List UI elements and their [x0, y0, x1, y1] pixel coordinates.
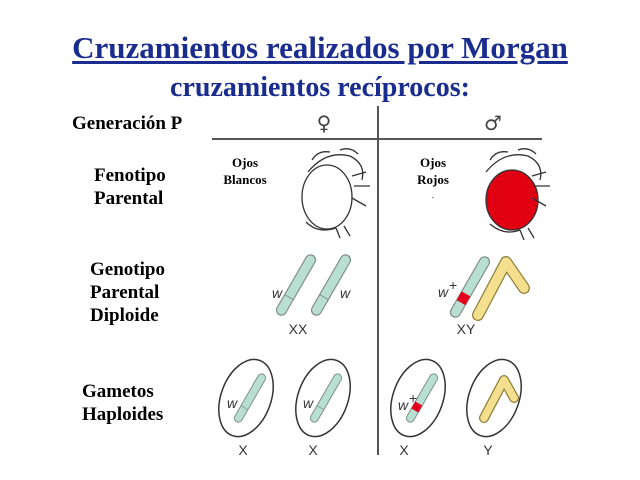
male-y-chromosome: [473, 257, 529, 320]
gamete-label-1: X: [238, 442, 248, 458]
male-symbol-icon: ♂: [484, 111, 502, 135]
red-allele-marker: [456, 291, 471, 306]
female-allele-w-label-2: w: [340, 285, 351, 301]
gamete-cell-3: w +: [390, 358, 446, 438]
page-subtitle: cruzamientos recíprocos:: [170, 72, 470, 103]
female-genotype-label: XX: [289, 321, 308, 337]
gamete-cell-4: [466, 358, 522, 438]
female-phenotype-label: Ojos Blancos: [223, 155, 267, 187]
gamete-cell-1: w: [218, 358, 274, 438]
male-x-chromosome: [448, 254, 492, 320]
female-allele-w-label-1: w: [272, 285, 283, 301]
generation-label: Generación P: [72, 113, 183, 134]
svg-text:w: w: [303, 395, 314, 411]
gamete-label-3: X: [399, 442, 409, 458]
female-symbol-icon: ♀: [317, 111, 332, 135]
gametes-label: Gametos Haploides: [82, 381, 164, 425]
phenotype-label: Fenotipo Parental: [94, 165, 166, 209]
gamete-cell-2: w: [295, 358, 351, 438]
white-eyed-fly-icon: [301, 148, 370, 239]
gamete-label-4: Y: [483, 442, 493, 458]
svg-text:+: +: [409, 390, 417, 406]
male-genotype-label: XY: [457, 321, 476, 337]
red-eyed-fly-icon: [485, 148, 550, 241]
male-allele-w-label: w: [438, 284, 449, 300]
male-phenotype-label: Ojos Rojos: [417, 155, 449, 187]
page-title: Cruzamientos realizados por Morgan: [72, 30, 568, 65]
male-allele-plus-label: +: [449, 277, 457, 293]
svg-text:-: -: [432, 193, 435, 202]
svg-text:w: w: [398, 397, 409, 413]
svg-text:w: w: [227, 395, 238, 411]
genotype-label: Genotipo Parental Diploide: [90, 259, 165, 326]
gamete-label-2: X: [308, 442, 318, 458]
